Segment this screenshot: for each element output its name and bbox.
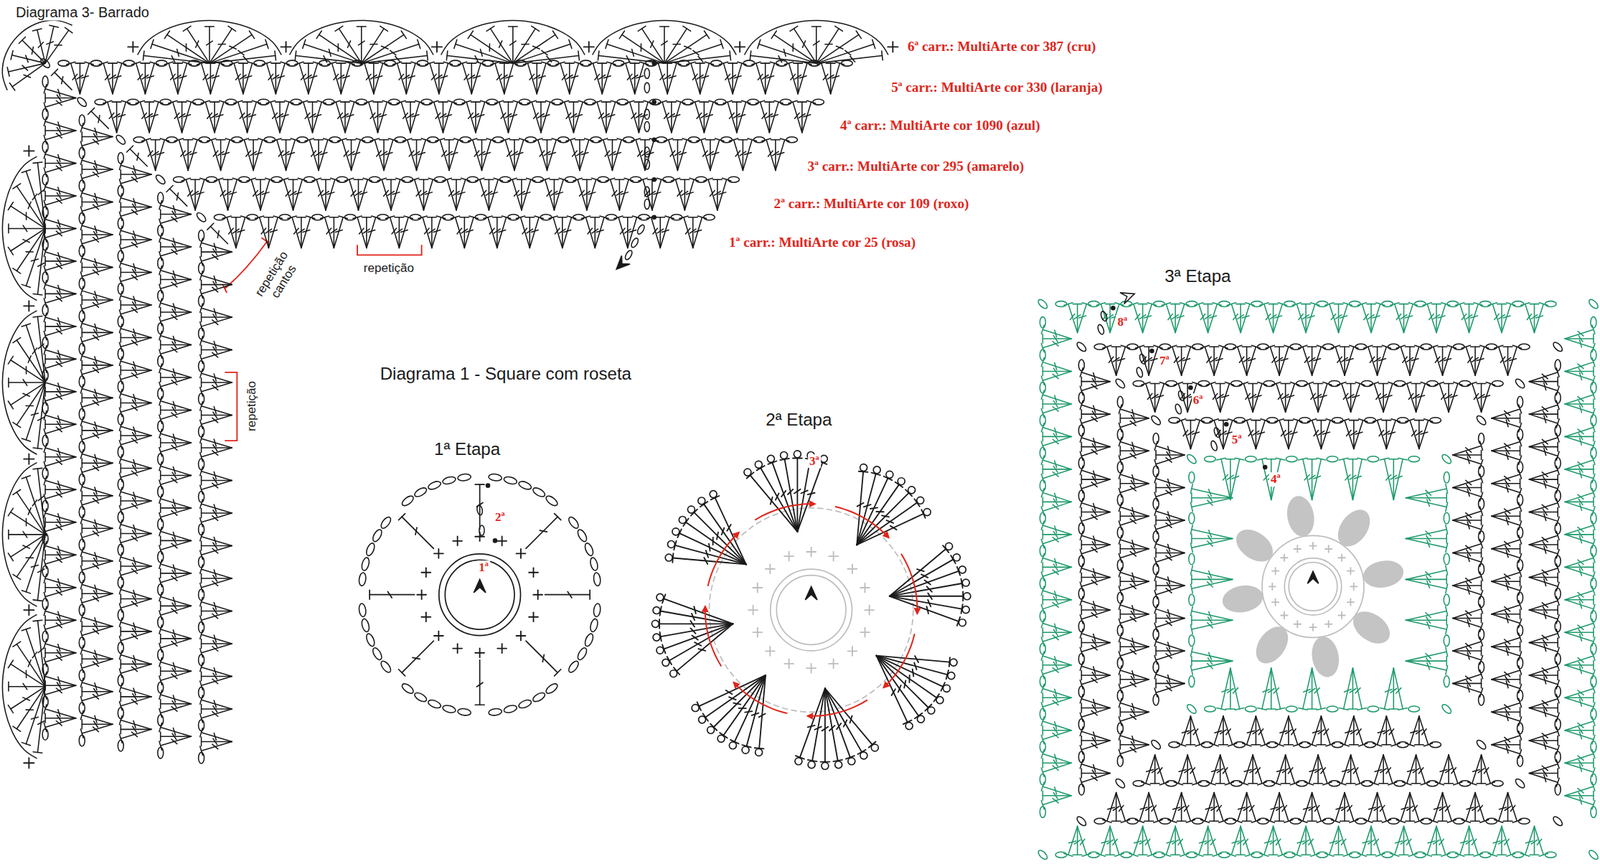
- page-ground: Diagrama 3- Barrado6ª carr.: MultiArte c…: [0, 0, 1600, 864]
